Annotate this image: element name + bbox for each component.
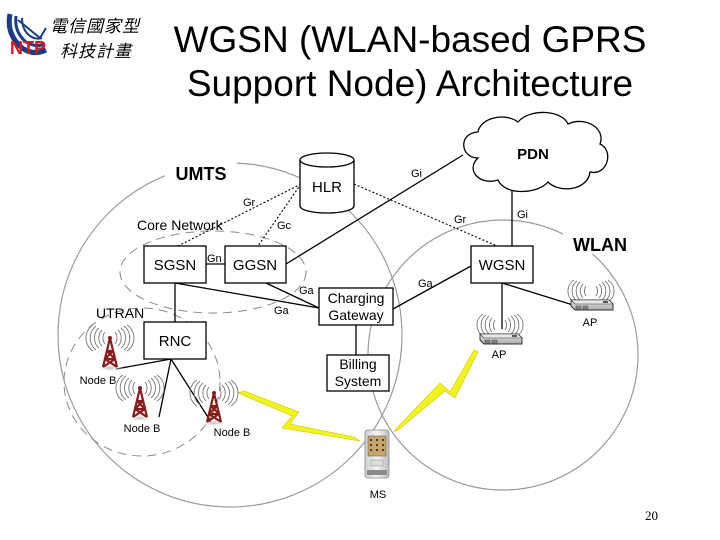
umts-region-circle (57, 162, 403, 508)
satellite-dish-icon (6, 13, 48, 56)
access-point-icon (476, 313, 524, 345)
wgsn-label: WGSN (479, 257, 526, 274)
hlr-database: HLR (299, 152, 355, 214)
pdn-label: PDN (517, 146, 549, 163)
charging-gateway-node (318, 287, 394, 326)
node-b-label-3: Node B (214, 427, 251, 439)
interface-ga-wgsn-charging: Ga (418, 278, 434, 290)
logo-chinese-line1: 電信國家型 (50, 17, 140, 37)
billing-label-line2: System (335, 373, 382, 389)
access-point-2: AP (567, 279, 615, 329)
link-hlr-wgsn (353, 183, 498, 247)
sgsn-label: SGSN (154, 257, 197, 274)
billing-label-line1: Billing (339, 356, 376, 372)
interface-gc-hlr-ggsn: Gc (277, 220, 292, 232)
ntp-logo: 電信國家型 NTP 科技計畫 (4, 8, 154, 62)
link-rnc-nodeb2 (158, 358, 172, 418)
link-hlr-sgsn (177, 183, 302, 247)
charging-label-line1: Charging (328, 290, 385, 306)
cell-tower-icon (84, 323, 136, 374)
radio-link-nodeb-ms (237, 390, 361, 442)
interface-gr-hlr-sgsn: Gr (243, 197, 256, 209)
mobile-station: MS (364, 429, 390, 501)
rnc-label: RNC (159, 333, 192, 350)
logo-chinese-line2: 科技計畫 (60, 42, 132, 62)
charging-label-line2: Gateway (328, 307, 383, 323)
pda-device-icon (364, 429, 390, 479)
link-ggsn-charging (265, 282, 320, 309)
interface-gn-sgsn-ggsn: Gn (207, 253, 222, 265)
link-sgsn-charging (174, 282, 320, 309)
utran-boundary (63, 307, 221, 457)
interface-ga-ggsn-charging: Ga (299, 285, 315, 297)
wlan-label: WLAN (573, 235, 627, 255)
sgsn-node (143, 245, 207, 284)
link-wgsn-charging (392, 265, 472, 310)
billing-system-node (326, 354, 390, 392)
cell-tower-icon (188, 378, 240, 429)
title-line1: WGSN (WLAN-based GPRS (173, 19, 647, 60)
link-hlr-ggsn (257, 183, 302, 247)
link-wgsn-ap2 (501, 282, 574, 306)
interface-gi-ggsn-pdn: Gi (411, 168, 422, 180)
pdn-cloud: PDN (463, 111, 609, 193)
ggsn-label: GGSN (233, 257, 277, 274)
interface-ga-sgsn-charging: Ga (274, 305, 290, 317)
hlr-label: HLR (312, 179, 342, 196)
interface-gr-hlr-wgsn: Gr (454, 214, 467, 226)
rnc-node (143, 321, 207, 360)
ms-label: MS (370, 489, 387, 501)
slide-title: WGSN (WLAN-based GPRS Support Node) Arch… (150, 18, 670, 106)
access-point-icon (567, 279, 615, 311)
node-b-tower-2: Node B (114, 373, 166, 435)
core-network-boundary (119, 230, 307, 314)
ggsn-node (224, 245, 287, 284)
node-b-label-1: Node B (80, 375, 117, 387)
umts-label: UMTS (176, 164, 227, 184)
core-network-label: Core Network (137, 217, 224, 233)
link-rnc-nodeb1 (115, 358, 172, 370)
access-point-1: AP (476, 313, 524, 361)
link-ggsn-pdn (285, 154, 464, 265)
radio-link-ap-ms (393, 349, 479, 432)
utran-label: UTRAN (96, 305, 144, 321)
ap-label-2: AP (583, 317, 598, 329)
node-b-label-2: Node B (124, 423, 161, 435)
node-b-tower-3: Node B (188, 378, 251, 439)
node-b-tower-1: Node B (80, 323, 136, 387)
wgsn-node (470, 245, 534, 284)
title-line2: Support Node) Architecture (186, 63, 634, 104)
logo-ntp-text: NTP (10, 38, 46, 58)
page-number: 20 (645, 508, 658, 523)
interface-gi-wgsn-pdn: Gi (517, 209, 528, 221)
link-rnc-nodeb3 (170, 358, 212, 423)
cell-tower-icon (114, 373, 166, 424)
ap-label-1: AP (492, 349, 507, 361)
